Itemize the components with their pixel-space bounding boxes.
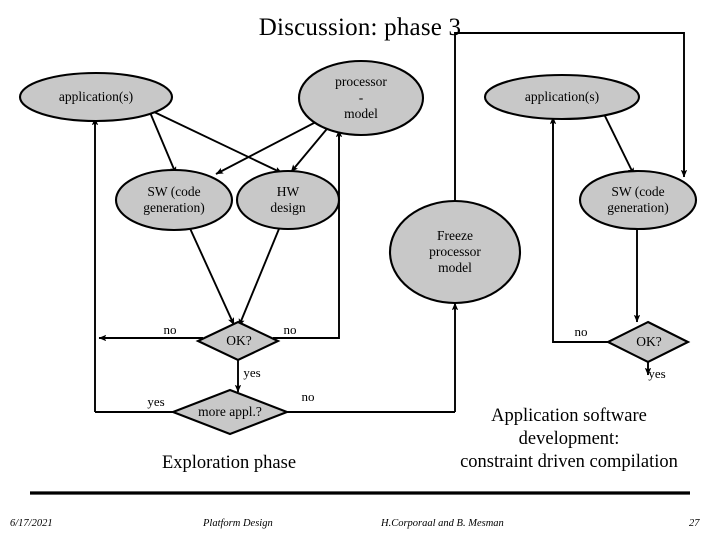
node-processor-model (297, 59, 425, 137)
node-shapes (18, 59, 698, 305)
node-hw-design (235, 169, 341, 231)
caption-application-software-line1: Application software (491, 406, 647, 426)
edge-group-right-plain (454, 32, 685, 343)
node-label-app-left: application(s) (58, 89, 134, 105)
footer-authors: H.Corporaal and B. Mesman (381, 518, 504, 529)
node-sw-codegen-left (114, 168, 234, 232)
caption-application-software-line3: constraint driven compilation (460, 452, 678, 472)
edge-label-more-appl-no: no (301, 388, 315, 404)
edge-label-more-appl-yes: yes (147, 393, 165, 409)
node-label-sw-codegen-right: SW (code generation) (607, 184, 669, 215)
node-label-app-right: application(s) (524, 89, 600, 105)
node-more-appl (170, 388, 290, 436)
node-label-processor-model: processor - model (335, 74, 387, 121)
node-label-ok-right: OK? (636, 334, 662, 350)
node-label-freeze-processor: Freeze processor model (429, 228, 481, 275)
node-sw-codegen-right (578, 169, 698, 231)
edge-group-right (549, 111, 688, 376)
node-label-sw-codegen-left: SW (code generation) (143, 184, 205, 215)
caption-exploration-phase: Exploration phase (161, 453, 297, 473)
page-title: Discussion: phase 3 (258, 14, 462, 41)
edge-label-ok-right-no: no (574, 323, 588, 339)
node-app-left (18, 71, 174, 123)
node-label-more-appl: more appl.? (198, 404, 262, 420)
footer-date: 6/17/2021 (10, 518, 53, 529)
edge-label-ok-left-yes: yes (243, 364, 261, 380)
node-label-hw-design: HW design (270, 184, 306, 215)
edge-label-ok-left-no-right: no (283, 321, 297, 337)
node-ok-right (605, 320, 691, 364)
node-label-ok-left: OK? (226, 333, 252, 349)
footer-course: Platform Design (203, 518, 273, 529)
node-app-right (483, 73, 641, 121)
decision-shapes (170, 320, 691, 436)
node-freeze-processor (388, 199, 522, 305)
node-ok-left (195, 320, 281, 362)
footer-page-number: 27 (689, 518, 700, 529)
edge-label-ok-left-no-left: no (163, 321, 177, 337)
edge-label-ok-right-yes: yes (648, 365, 666, 381)
caption-application-software-line2: development: (518, 429, 620, 449)
